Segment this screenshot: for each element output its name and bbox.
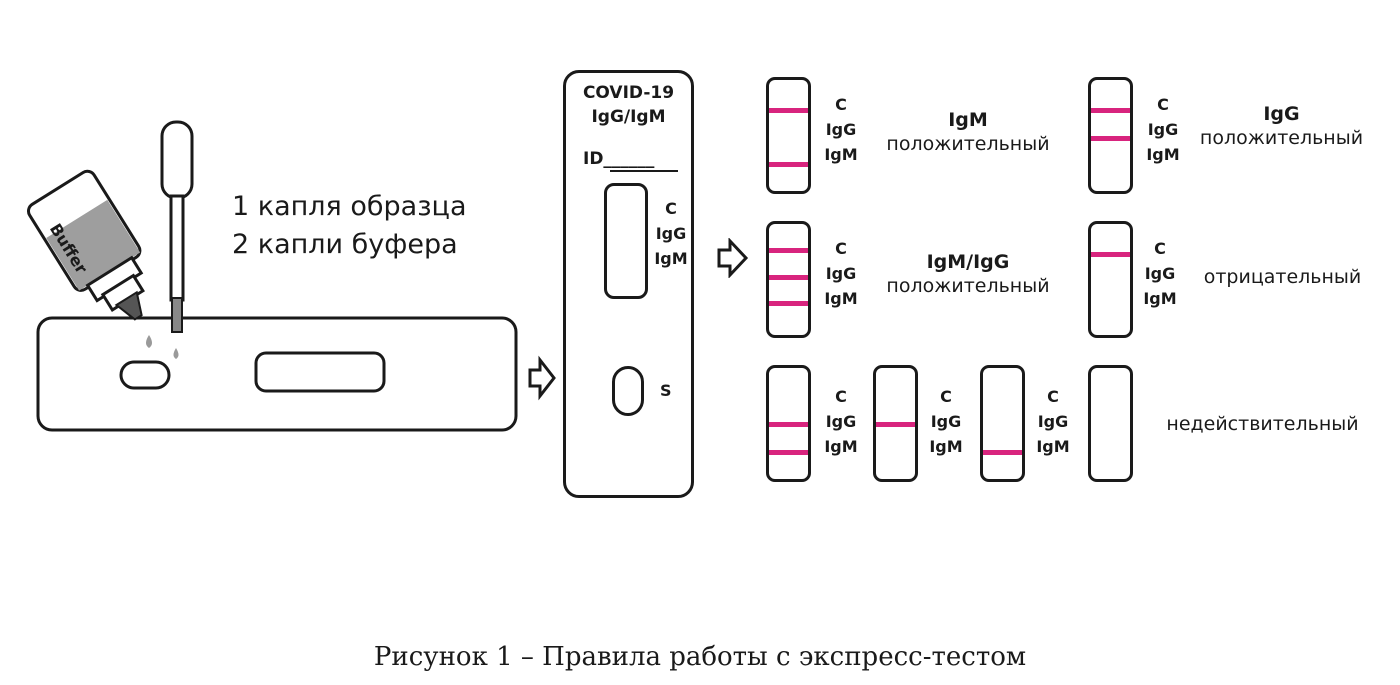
control-line xyxy=(1091,108,1130,113)
arrow-right-icon xyxy=(528,355,556,401)
control-line xyxy=(1091,252,1130,257)
cassette-title-covid: COVID-19 xyxy=(582,83,675,103)
sample-application-illustration xyxy=(26,120,556,432)
igm-line xyxy=(983,450,1022,455)
strip-label-c: C xyxy=(1047,387,1059,406)
cassette-id-underline xyxy=(610,170,678,172)
strip-invalid-igg-igm xyxy=(766,365,811,482)
result-title: IgM xyxy=(948,109,988,131)
buffer-bottle-icon xyxy=(26,169,145,321)
result-title: IgM/IgG xyxy=(926,251,1010,273)
igg-line xyxy=(1091,136,1130,141)
strip-labels: C IgG IgM xyxy=(922,384,970,459)
strip-label-c: C xyxy=(835,387,847,406)
strip-igg-positive xyxy=(1088,77,1133,194)
strip-invalid-igm xyxy=(980,365,1025,482)
strip-negative xyxy=(1088,221,1133,338)
result-text: положительный xyxy=(1199,127,1364,149)
strip-labels: C IgG IgM xyxy=(1136,236,1184,311)
strip-label-igm: IgM xyxy=(824,289,858,308)
strip-igm-positive xyxy=(766,77,811,194)
strip-label-igg: IgG xyxy=(1147,120,1179,139)
strip-labels: C IgG IgM xyxy=(817,236,865,311)
result-text: положительный xyxy=(886,133,1050,155)
strip-label-igg: IgG xyxy=(930,412,962,431)
cassette-id-field: ID______ xyxy=(583,149,655,169)
instruction-sample: 1 капля образца xyxy=(232,191,467,222)
control-line xyxy=(769,108,808,113)
igg-line xyxy=(769,275,808,280)
figure-caption: Рисунок 1 – Правила работы с экспресс-те… xyxy=(373,642,1027,672)
strip-label-igg: IgG xyxy=(825,120,857,139)
strip-label-igg: IgG xyxy=(825,264,857,283)
result-title: IgG xyxy=(1263,103,1300,125)
strip-labels: C IgG IgM xyxy=(1029,384,1077,459)
cassette-result-window xyxy=(604,183,648,299)
result-window xyxy=(254,351,386,393)
result-both-positive: IgM/IgG положительный xyxy=(873,250,1063,298)
cassette-title-igg-igm: IgG/IgM xyxy=(591,106,666,127)
strip-labels: C IgG IgM xyxy=(1139,92,1187,167)
igg-line xyxy=(769,422,808,427)
strip-both-positive xyxy=(766,221,811,338)
strip-label-c: C xyxy=(940,387,952,406)
strip-label-igm: IgM xyxy=(824,145,858,164)
result-text: положительный xyxy=(886,275,1050,297)
strip-labels: C IgG IgM xyxy=(817,384,865,459)
result-igm-positive: IgM положительный xyxy=(873,108,1063,156)
strip-label-igm: IgM xyxy=(1146,145,1180,164)
strip-label-igm: IgM xyxy=(929,437,963,456)
strip-label-igg: IgG xyxy=(1144,264,1176,283)
cassette-title: COVID-19 IgG/IgM xyxy=(566,83,691,127)
arrow-right-icon xyxy=(717,238,749,278)
strip-label-igg: IgG xyxy=(1037,412,1069,431)
cassette-window-labels: C IgG IgM xyxy=(651,196,691,271)
strip-labels: C IgG IgM xyxy=(817,92,865,167)
strip-label-c: C xyxy=(1154,239,1166,258)
strip-label-igg: IgG xyxy=(825,412,857,431)
window-label-igm: IgM xyxy=(654,249,688,268)
strip-label-igm: IgM xyxy=(824,437,858,456)
strip-label-igm: IgM xyxy=(1143,289,1177,308)
window-label-c: C xyxy=(665,199,677,218)
instructions: 1 капля образца 2 капли буфера xyxy=(232,188,466,264)
pipette-icon xyxy=(160,120,194,333)
igm-line xyxy=(769,162,808,167)
strip-label-c: C xyxy=(835,239,847,258)
instruction-buffer: 2 капли буфера xyxy=(232,229,458,260)
result-igg-positive: IgG положительный xyxy=(1189,102,1374,150)
igm-line xyxy=(769,450,808,455)
strip-invalid-igg xyxy=(873,365,918,482)
igm-line xyxy=(769,301,808,306)
cassette-sample-well xyxy=(612,366,644,416)
igg-line xyxy=(876,422,915,427)
strip-label-c: C xyxy=(1157,95,1169,114)
drop-icon xyxy=(146,335,152,348)
window-label-igg: IgG xyxy=(655,224,687,243)
drop-icon xyxy=(173,348,179,359)
result-invalid: недействительный xyxy=(1166,413,1359,435)
strip-label-c: C xyxy=(835,95,847,114)
cassette-sample-label: S xyxy=(660,381,672,400)
sample-well xyxy=(119,360,171,390)
control-line xyxy=(769,248,808,253)
strip-invalid-empty xyxy=(1088,365,1133,482)
strip-label-igm: IgM xyxy=(1036,437,1070,456)
result-negative: отрицательный xyxy=(1203,266,1362,288)
